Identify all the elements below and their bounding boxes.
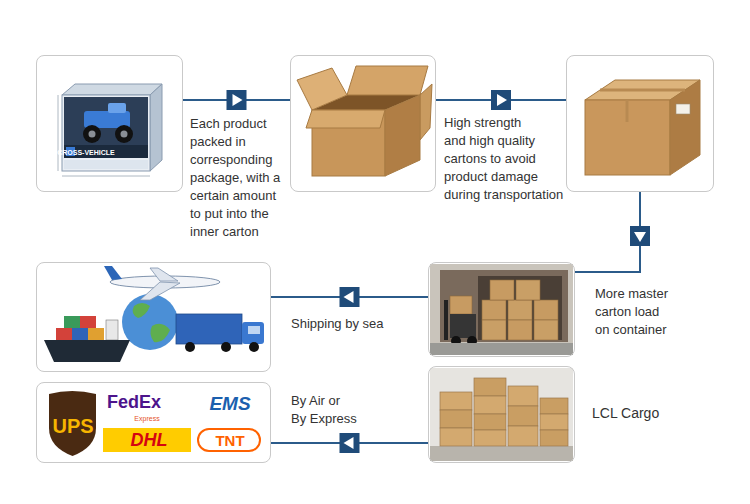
courier-logo-text: TNT (215, 433, 244, 450)
transport-picture (44, 266, 264, 362)
courier-logo-text: UPS (52, 415, 93, 437)
flow-connector-group (271, 433, 428, 453)
image-panel (566, 55, 714, 192)
container-loading-picture (430, 264, 573, 355)
product-box-picture (58, 84, 162, 176)
warehouse-cartons-picture (430, 368, 573, 461)
arrow-badge (340, 433, 360, 453)
image-panel (428, 262, 575, 357)
image-panel: CROSS-VEHICLE (36, 55, 183, 192)
flow-connector-group (271, 287, 428, 307)
arrow-badge (630, 226, 650, 246)
step-caption: High strength and high quality cartons t… (444, 114, 564, 204)
flow-connector-group (183, 90, 290, 110)
image-panel: UPS FedExExpress EMS DHL TNT (36, 382, 271, 463)
courier-logo-text: Express (134, 415, 159, 423)
courier-logos-picture (49, 391, 260, 456)
flow-connector-group (436, 90, 566, 110)
closed-carton-picture (585, 80, 700, 175)
arrow-badge (340, 287, 360, 307)
flow-connector-group (575, 192, 650, 272)
cargo-caption: LCL Cargo (592, 404, 659, 422)
arrow-badge (227, 90, 247, 110)
step-caption: More master carton load on container (595, 285, 693, 339)
arrow-badge (491, 90, 511, 110)
package-print: CROSS-VEHICLE (57, 149, 115, 157)
step-caption: By Air or By Express (291, 392, 391, 428)
step-caption: Each product packed in corresponding pac… (190, 115, 286, 241)
image-panel (428, 366, 575, 463)
courier-logo-text: DHL (131, 431, 168, 451)
courier-logo-text: FedEx (107, 393, 161, 413)
image-panel (290, 55, 436, 192)
open-carton-picture (297, 66, 432, 176)
image-panel (36, 262, 271, 372)
step-caption: Shipping by sea (291, 315, 406, 333)
courier-logo-text: EMS (209, 394, 250, 415)
